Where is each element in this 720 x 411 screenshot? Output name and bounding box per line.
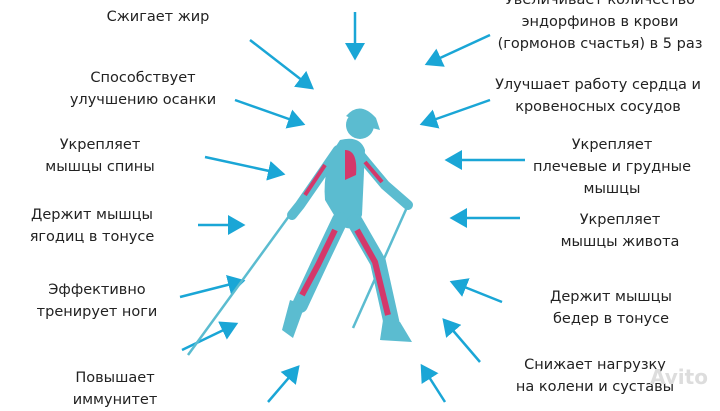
arrow-icon	[419, 98, 491, 129]
arrows	[179, 12, 525, 403]
watermark: Avito	[650, 365, 708, 389]
arrow-icon	[267, 365, 300, 403]
arrow-icon	[249, 39, 314, 90]
benefit-label-burns-fat: Сжигает жир	[106, 9, 210, 25]
arrow-icon	[420, 363, 447, 403]
arrow-icon	[204, 155, 286, 181]
arrow-icon	[234, 98, 306, 129]
walker-figure	[186, 108, 413, 356]
arrow-icon	[181, 321, 239, 352]
arrow-icon	[442, 318, 481, 363]
arrow-icon	[424, 33, 491, 67]
arrow-icon	[449, 278, 503, 304]
arrow-icon	[179, 275, 246, 299]
